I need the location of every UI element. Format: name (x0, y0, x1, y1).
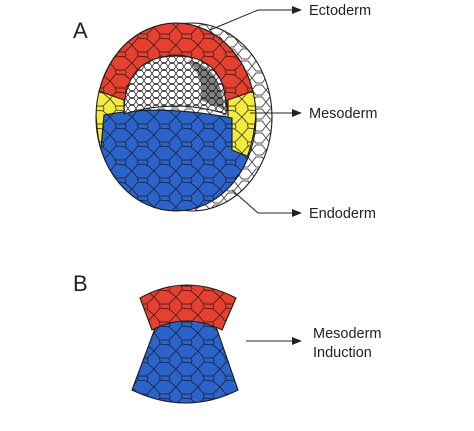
mesoderm-callout: Mesoderm (250, 106, 378, 122)
ectoderm-callout: Ectoderm (209, 3, 371, 31)
induction-callout: Mesoderm Induction (246, 326, 382, 361)
induction-label-line2: Induction (313, 345, 372, 361)
induction-arrowhead (292, 337, 302, 345)
endoderm-arrowhead (292, 209, 302, 217)
ectoderm-arrowhead (292, 6, 302, 14)
sphere-front-rim (95, 22, 257, 212)
endoderm-label: Endoderm (309, 206, 376, 222)
blastula-sphere (95, 22, 273, 212)
ectoderm-leader-line (209, 9, 292, 31)
panel-b-letter: B (73, 271, 88, 296)
mesoderm-arrowhead (292, 109, 302, 117)
explant-conjugate (131, 284, 239, 404)
endoderm-leader-line (231, 189, 292, 214)
mesoderm-label: Mesoderm (309, 106, 378, 122)
induction-label-line1: Mesoderm (313, 326, 382, 342)
ectoderm-label: Ectoderm (309, 3, 371, 19)
endoderm-callout: Endoderm (231, 189, 376, 222)
panel-a-letter: A (73, 18, 88, 43)
